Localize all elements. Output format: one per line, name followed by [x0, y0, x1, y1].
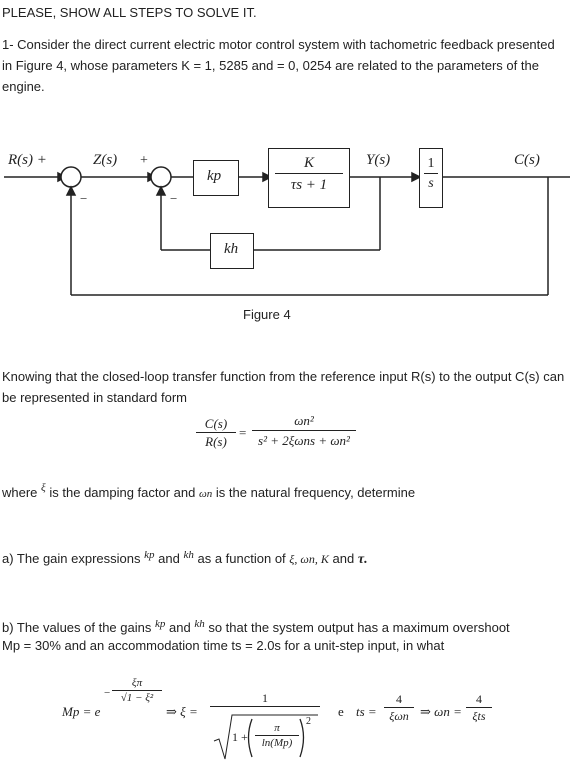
e-connector: e [338, 704, 344, 719]
qb-kp: kp [154, 618, 166, 630]
exponent-fraction: ξπ √1 − ξ² [112, 676, 162, 706]
qa-kp: kp [144, 549, 155, 561]
kh-label: kh [224, 241, 239, 257]
tf-rhs: ωn² s² + 2ξωns + ωn² [252, 412, 356, 450]
tf-rhs-den: s² + 2ξωns + ωn² [252, 430, 356, 450]
tf-lhs: C(s) R(s) [196, 416, 236, 450]
exp-num: ξπ [131, 677, 143, 689]
xi-fraction: 1 1 + π ln(Mp) 2 [210, 690, 320, 763]
wn-num: 4 [476, 692, 482, 706]
question-b-line1: b) The values of the gains kp and kh so … [2, 614, 510, 638]
qa-tau: τ. [357, 552, 368, 567]
plus-sign: + [140, 153, 148, 168]
arrow-xi: ⇒ ξ = [166, 704, 198, 719]
qb-and: and [169, 620, 191, 635]
where-line: where ξ is the damping factor and ωn is … [2, 478, 415, 505]
integ-num: 1 [427, 156, 435, 171]
problem-intro: 1- Consider the direct current electric … [2, 37, 555, 94]
qa-text-a: a) The gain expressions [2, 551, 141, 566]
input-label: R(s) + [8, 152, 47, 168]
qa-and2: and [332, 551, 355, 566]
ts-den: ξωn [384, 707, 414, 724]
kp-block: kp [193, 160, 239, 196]
qb-text-a: b) The values of the gains [2, 620, 152, 635]
power-two: 2 [306, 716, 311, 727]
qb-kh: kh [194, 618, 205, 630]
qb-text-b: so that the system output has a maximum … [208, 620, 510, 635]
pi-num: π [274, 722, 280, 734]
xi-symbol: ξ [41, 482, 46, 494]
one-plus: 1 + [232, 730, 248, 744]
qa-kh: kh [183, 549, 194, 561]
mp-eq: Mp = e [62, 704, 101, 719]
qa-text-b: as a function of [197, 551, 286, 566]
where-a: where [2, 485, 38, 500]
plant-fraction: K τs + 1 [269, 153, 349, 196]
integ-den: s [424, 173, 438, 194]
z-label: Z(s) [93, 152, 118, 168]
arrow-wn: ⇒ ωn = [420, 704, 462, 719]
minus-sign-1: − [80, 191, 88, 206]
question-b-line2: Mp = 30% and an accommodation time ts = … [2, 638, 445, 653]
qa-and: and [158, 551, 180, 566]
ts-num: 4 [396, 692, 402, 706]
ts-fraction: 4 ξωn [384, 692, 414, 724]
wn-symbol: ωn [199, 488, 213, 500]
xi-num: 1 [262, 691, 268, 705]
exp-sign: − [104, 687, 111, 699]
wn-den: ξts [466, 707, 492, 724]
qa-vars: ξ, ωn, K [289, 552, 329, 566]
pi-den: ln(Mp) [255, 735, 299, 751]
plant-block: K τs + 1 [268, 148, 350, 208]
where-b: is the damping factor and [49, 485, 196, 500]
integrator-block: 1 s [419, 148, 443, 208]
kh-block: kh [210, 233, 254, 269]
tf-lhs-num: C(s) [204, 416, 228, 431]
pi-fraction: π ln(Mp) [255, 721, 299, 751]
ts-eq: ts = [356, 704, 377, 719]
y-label: Y(s) [366, 152, 391, 168]
diagram-wires [4, 166, 570, 296]
where-c: is the natural frequency, determine [215, 485, 416, 500]
plant-den: τs + 1 [275, 173, 343, 196]
tf-equals: = [239, 425, 247, 440]
sqrt-sign [213, 714, 318, 760]
xi-den: 1 + π ln(Mp) 2 [210, 706, 320, 763]
instruction-text: PLEASE, SHOW ALL STEPS TO SOLVE IT. [2, 5, 257, 20]
minus-sign-2: − [170, 191, 178, 206]
integrator-fraction: 1 s [420, 155, 442, 194]
figure-caption: Figure 4 [243, 307, 291, 322]
knowing-text: Knowing that the closed-loop transfer fu… [2, 369, 565, 405]
wn-fraction: 4 ξts [466, 692, 492, 724]
exp-den: √1 − ξ² [112, 690, 162, 706]
tf-rhs-num: ωn² [294, 413, 314, 428]
plant-num: K [303, 155, 314, 171]
tf-lhs-den: R(s) [196, 432, 236, 450]
kp-label: kp [207, 168, 222, 184]
output-label: C(s) [514, 152, 540, 168]
question-a: a) The gain expressions kp and kh as a f… [2, 545, 368, 570]
